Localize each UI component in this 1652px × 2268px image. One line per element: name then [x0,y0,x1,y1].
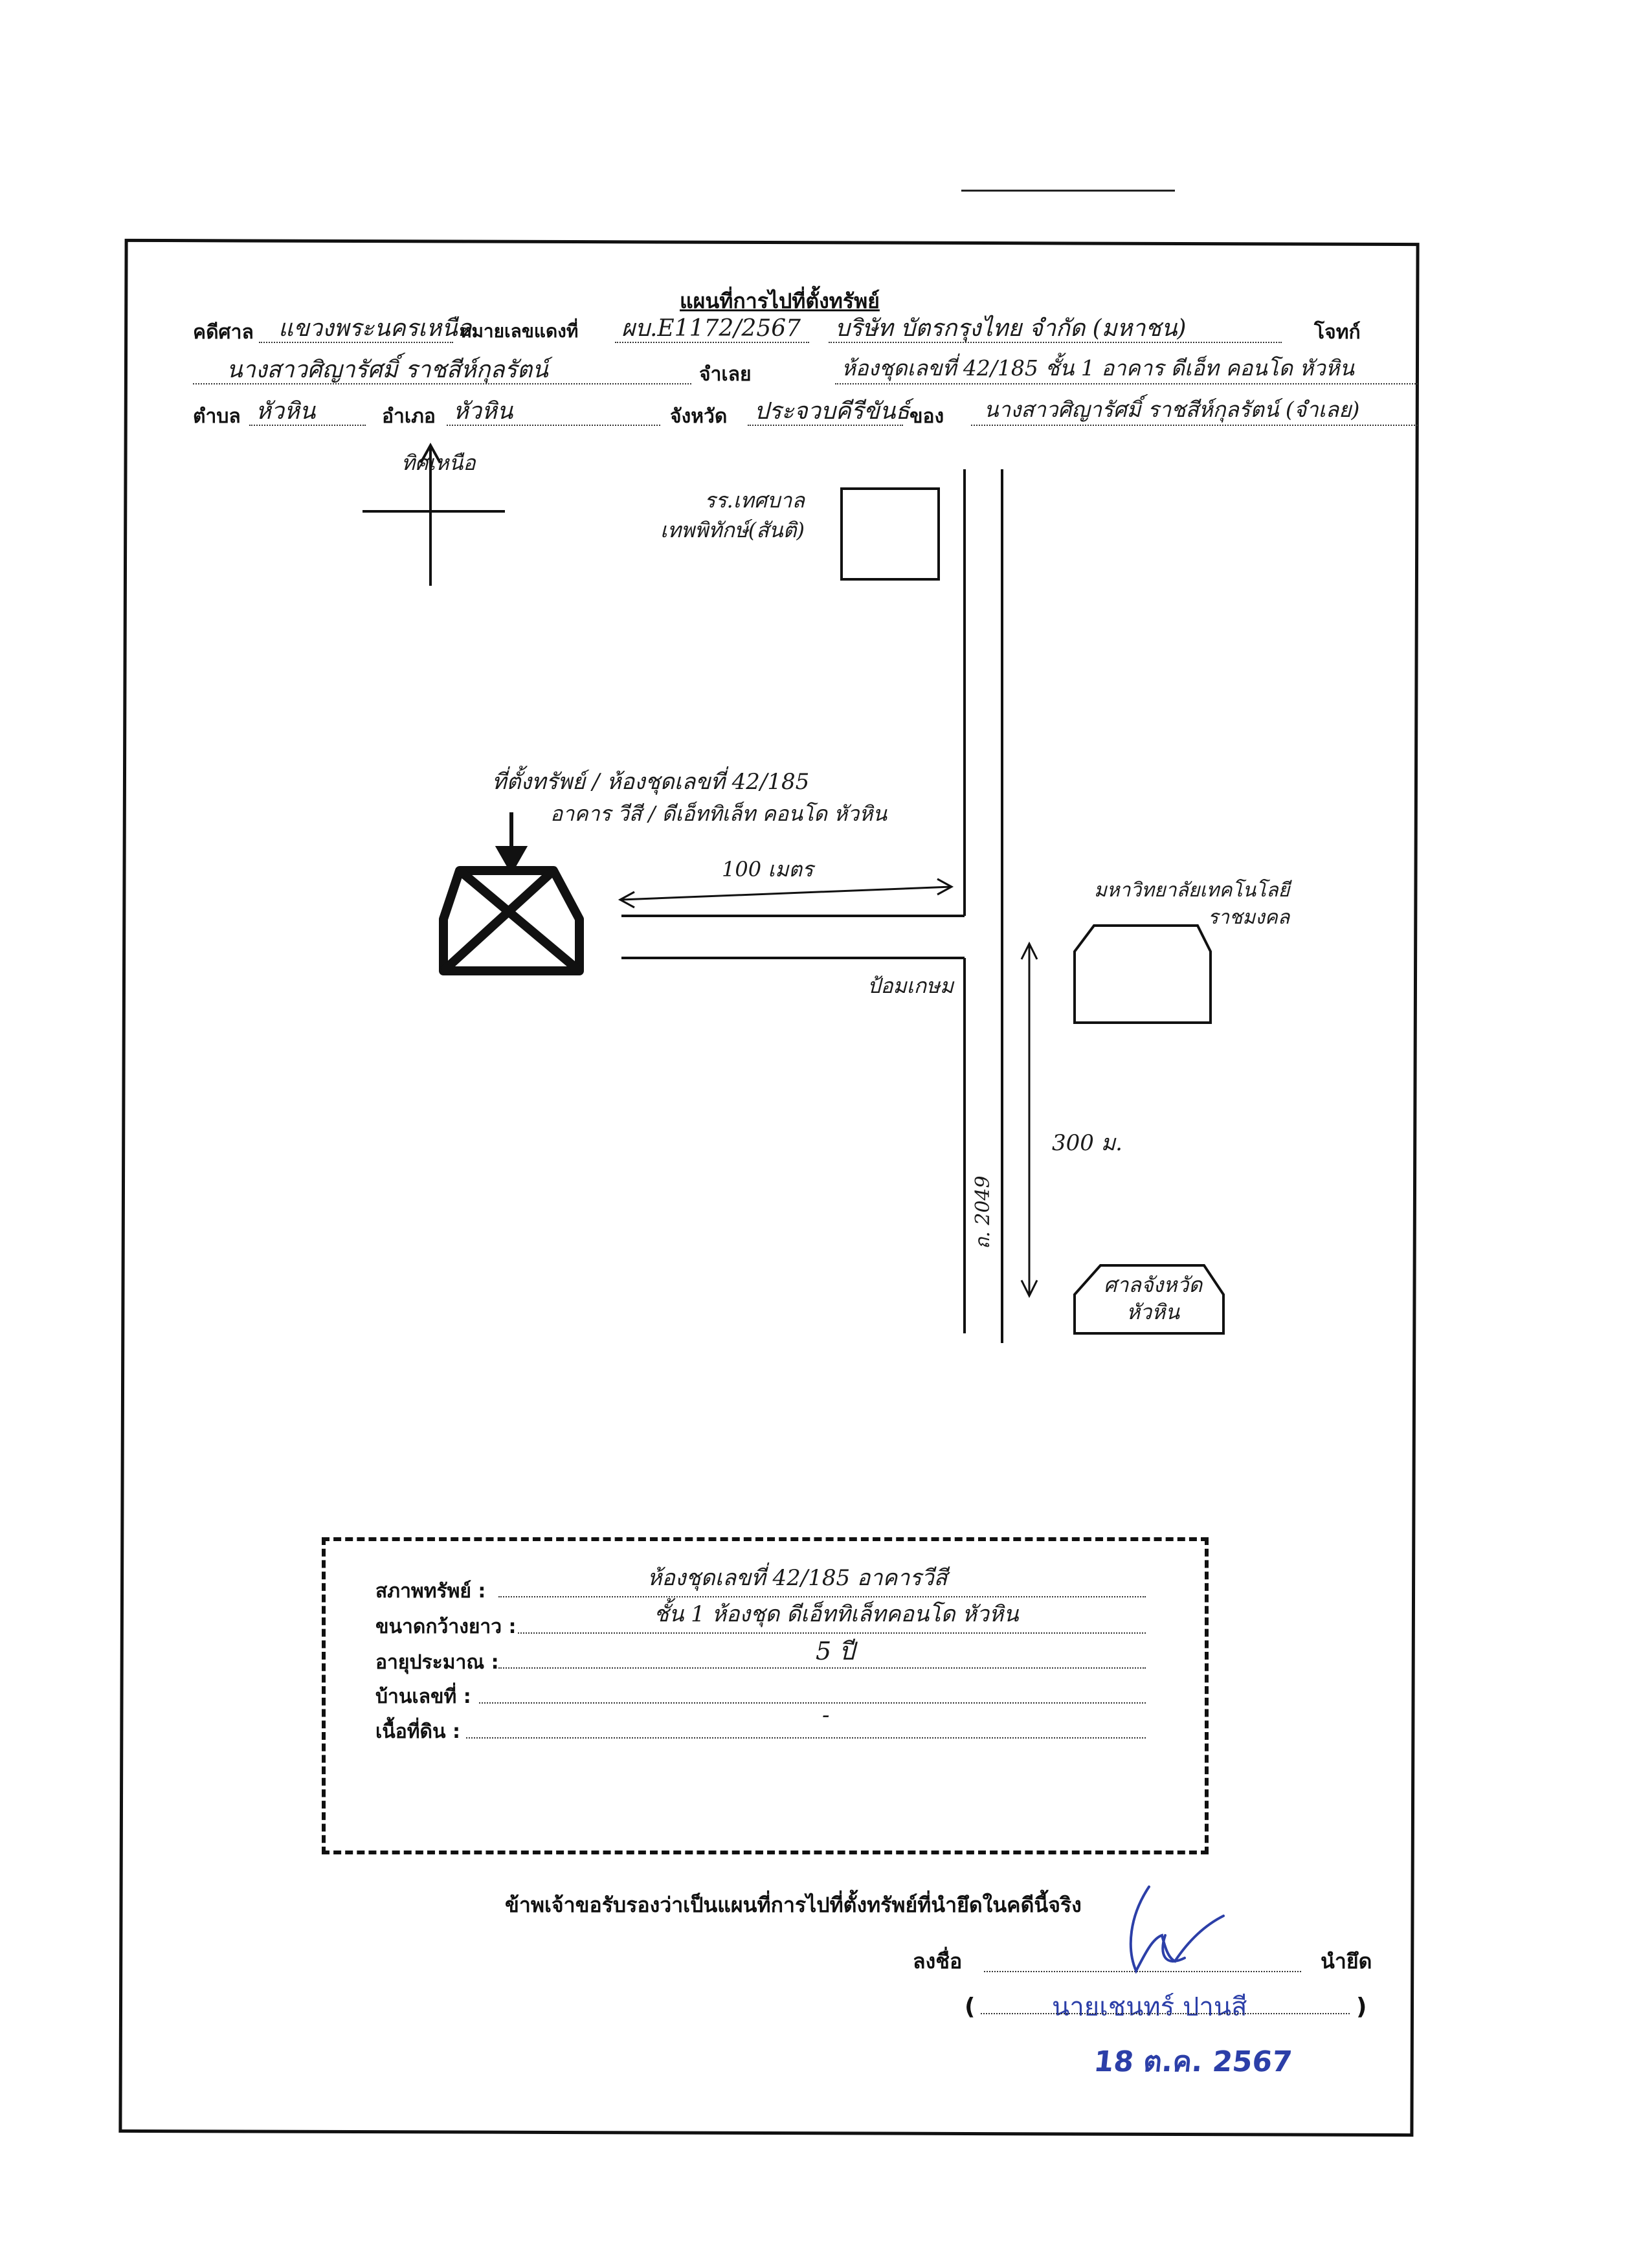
detail-label-size: ขนาดกว้างยาว : [375,1616,517,1638]
court-building [1073,1264,1225,1335]
property-label-line1: ที่ตั้งทรัพย์ / ห้องชุดเลขที่ 42/185 [492,769,810,795]
debtor-label: จำเลย [699,363,752,386]
top-rule [961,190,1175,192]
north-arrow-icon [363,442,505,586]
main-road [963,469,1003,1343]
property-details-box [322,1537,1209,1854]
distance-100-label: 100 เมตร [722,857,814,882]
property-label-line2: อาคาร วีสี / ดีเอ็ททิเล็ท คอนโด หัวหิน [550,801,887,826]
signature-line [984,1971,1301,1972]
school-label: รร.เทศบาล เทพพิทักษ์(สันติ) [660,488,805,543]
name-stamp: นายเชนทร์ ปานสี [1052,1992,1247,2022]
date-stamp: 18 ต.ค. 2567 [1092,2045,1294,2078]
defendant-underline [193,383,691,384]
detail-label-house-no: บ้านเลขที่ : [375,1685,471,1708]
subdistrict-value: หัวหิน [256,398,316,425]
province-label: จังหวัด [670,405,728,428]
detail-underline-house-no [479,1702,1146,1704]
court-value: แขวงพระนครเหนือ [278,315,472,342]
property-marker-icon [439,866,584,975]
detail-value-condition: ห้องชุดเลขที่ 42/185 อาคารวีสี [647,1565,948,1591]
certification-text: ข้าพเจ้าขอรับรองว่าเป็นแผนที่การไปที่ตั้… [505,1893,1082,1917]
detail-underline-land-area [466,1737,1146,1739]
distance-300-label: 300 ม. [1052,1130,1122,1156]
name-close-paren: ) [1356,1994,1367,2020]
detail-underline-age [498,1667,1146,1669]
owner-underline [971,425,1418,426]
property-pointer-arrow [495,812,528,875]
district-value: หัวหิน [453,398,513,425]
detail-value-size: ชั้น 1 ห้องชุด ดีเอ็ททิเล็ทคอนโด หัวหิน [654,1601,1019,1627]
role-label: นำยึด [1321,1949,1372,1973]
property-value: ห้องชุดเลขที่ 42/185 ชั้น 1 อาคาร ดีเอ็ท… [842,355,1354,381]
district-label: อำเภอ [382,405,436,428]
name-line [981,2013,1350,2014]
court-building-label: ศาลจังหวัด หัวหิน [1104,1273,1203,1324]
detail-value-age: 5 ปี [816,1637,855,1665]
north-label: ทิศเหนือ [401,450,476,475]
sign-label: ลงชื่อ [913,1949,963,1973]
school-building [840,487,940,581]
province-underline [748,425,903,426]
court-label: คดีศาล [193,321,254,344]
case-no-value: ผบ.E1172/2567 [621,315,801,342]
side-road [621,915,965,959]
detail-label-condition: สภาพทรัพย์ : [375,1580,486,1603]
detail-value-land-area: - [822,1702,830,1728]
case-no-underline [615,342,809,343]
name-open-paren: ( [965,1994,976,2020]
subdistrict-underline [249,425,366,426]
defendant-value: นางสาวศิญารัศมิ์ ราชสีห์กุลรัตน์ [227,357,548,383]
district-underline [447,425,660,426]
property-underline [835,383,1418,384]
owner-value: นางสาวศิญารัศมิ์ ราชสีห์กุลรัตน์ (จำเลย) [984,397,1360,422]
owner-label: ของ [910,405,944,428]
university-label: มหาวิทยาลัยเทคโนโลยี ราชมงคล [1094,879,1290,929]
detail-underline-size [518,1632,1146,1634]
detail-underline-condition [498,1596,1146,1597]
distance-300-arrow [1020,941,1038,1298]
case-no-label: หมายเลขแดงที่ [460,320,579,342]
road-label: ป้อมเกษม [867,973,954,998]
subdistrict-label: ตำบล [193,405,241,428]
creditor-value: บริษัท บัตรกรุงไทย จำกัด (มหาชน) [835,315,1187,342]
page-title: แผนที่การไปที่ตั้งทรัพย์ [680,289,880,313]
detail-label-land-area: เนื้อที่ดิน : [375,1720,460,1743]
creditor-underline [829,342,1282,343]
distance-100-arrow [618,878,954,909]
plaintiff-label: โจทก์ [1314,321,1361,344]
court-underline [259,342,453,343]
province-value: ประจวบคีรีขันธ์ [754,398,910,425]
university-building [1073,924,1212,1024]
detail-label-age: อายุประมาณ : [375,1651,499,1674]
